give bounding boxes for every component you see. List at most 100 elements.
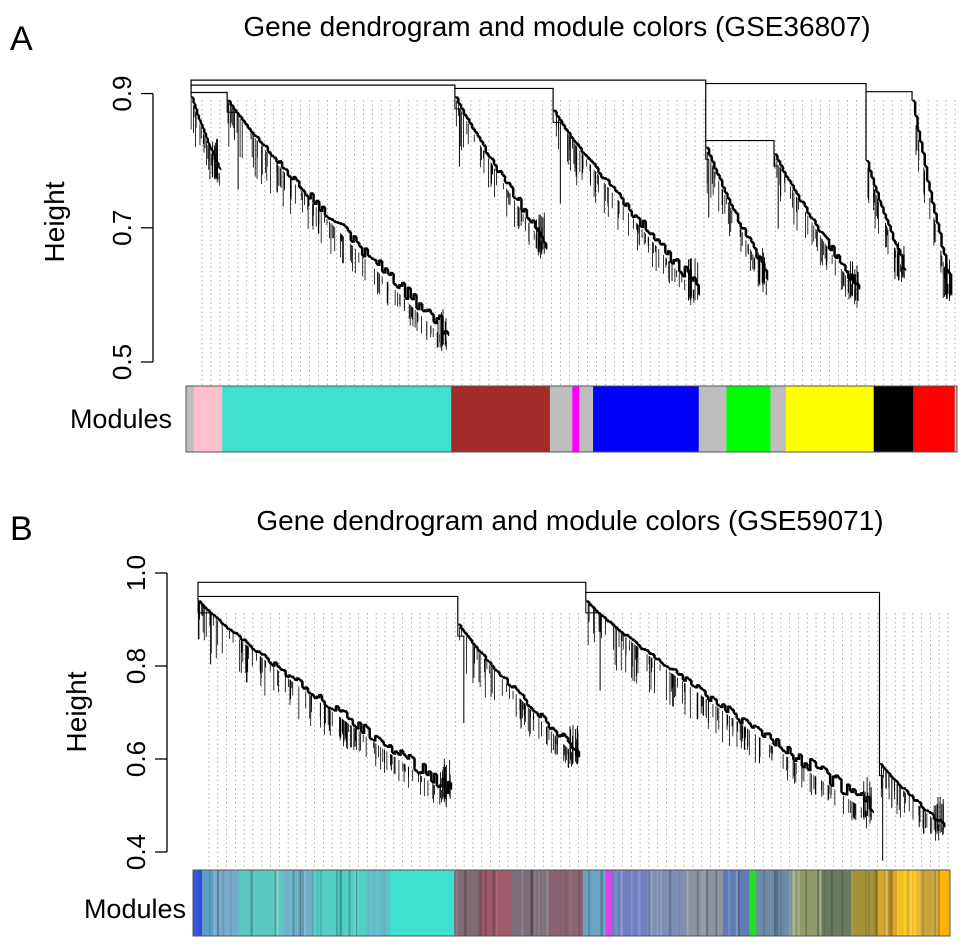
y-tick-label: 0.7 (107, 210, 137, 246)
module-stripe (793, 870, 796, 936)
module-color-segment (821, 870, 852, 936)
module-stripe (306, 870, 308, 936)
module-stripe (587, 870, 591, 936)
module-stripe (776, 870, 779, 936)
dendrogram-merge (705, 139, 775, 154)
module-stripe (583, 870, 585, 936)
module-stripe (303, 870, 306, 936)
module-stripe (885, 870, 888, 936)
module-stripe (289, 870, 291, 936)
module-stripe (885, 870, 888, 936)
module-color-segment (605, 870, 613, 936)
module-stripe (705, 870, 709, 936)
dendrogram-branch (455, 97, 547, 249)
module-stripe (883, 870, 885, 936)
module-color-segment (238, 870, 285, 936)
module-color-segment (193, 870, 203, 936)
module-stripe (301, 870, 303, 936)
dendrogram-branch (553, 109, 699, 294)
dendrogram-merge (454, 87, 554, 111)
module-stripe (805, 870, 808, 936)
module-stripe (533, 870, 536, 936)
module-stripe (787, 870, 790, 936)
module-stripe (922, 870, 924, 936)
module-stripe (514, 870, 516, 936)
dendrogram-branch (706, 147, 768, 280)
module-stripe (530, 870, 533, 936)
module-stripe (873, 870, 875, 936)
module-stripe (217, 870, 219, 936)
module-stripe (468, 870, 469, 936)
panel-a-module-color-bar (185, 385, 958, 453)
module-stripe (696, 870, 699, 936)
dendrogram-branch (912, 100, 952, 295)
module-stripe (887, 870, 889, 936)
module-color-segment (193, 386, 223, 452)
dendrogram-branch (198, 600, 451, 793)
module-stripe (737, 870, 740, 936)
module-stripe (547, 870, 549, 936)
module-stripe (292, 870, 295, 936)
module-stripe (784, 870, 788, 936)
module-stripe (348, 870, 351, 936)
panel-a: A Gene dendrogram and module colors (GSE… (10, 11, 958, 453)
module-color-segment (549, 386, 573, 452)
module-stripe (717, 870, 719, 936)
module-stripe (668, 870, 672, 936)
module-stripe (521, 870, 524, 936)
module-stripe (648, 870, 651, 936)
dendrogram-merge (197, 581, 587, 597)
module-stripe (918, 870, 921, 936)
dendrogram-subcluster (773, 153, 779, 229)
dendrogram-branch (880, 764, 945, 827)
module-color-segment (726, 386, 771, 452)
dendrogram-branch (454, 96, 546, 248)
module-stripe (660, 870, 662, 936)
module-stripe (631, 870, 633, 936)
module-color-segment (722, 870, 750, 936)
dendrogram-subcluster (705, 147, 710, 218)
module-stripe (614, 870, 618, 936)
panel-a-dendrogram (190, 79, 953, 351)
dendrogram-branch (457, 623, 579, 756)
module-stripe (714, 870, 717, 936)
module-stripe (376, 870, 379, 936)
panel-b-ylabel: Height (61, 671, 92, 752)
module-color-segment (582, 870, 606, 936)
dendrogram-merge (705, 82, 867, 141)
module-stripe (938, 870, 940, 936)
dendrogram-branch (586, 601, 874, 813)
module-stripe (300, 870, 302, 936)
module-color-segment (283, 870, 315, 936)
module-stripe (867, 870, 870, 936)
module-color-segment (548, 870, 584, 936)
panel-b-y-axis: 0.40.60.81.0 (121, 555, 168, 870)
module-stripe (910, 870, 912, 936)
module-stripe (252, 870, 255, 936)
dendrogram-merge (585, 591, 881, 764)
module-stripe (816, 870, 820, 936)
panel-b-title: Gene dendrogram and module colors (GSE59… (256, 505, 883, 536)
module-stripe (851, 870, 853, 936)
module-color-segment (215, 870, 239, 936)
module-stripe (251, 870, 254, 936)
module-stripe (537, 870, 540, 936)
module-stripe (931, 870, 934, 936)
module-stripe (696, 870, 700, 936)
module-stripe (865, 870, 867, 936)
module-stripe (250, 870, 252, 936)
module-stripe (353, 870, 356, 936)
module-stripe (302, 870, 304, 936)
dendrogram-subcluster (457, 624, 465, 724)
dendrogram-branch (554, 111, 701, 296)
module-color-segment (314, 870, 368, 936)
module-color-segment (685, 870, 724, 936)
module-stripe (638, 870, 641, 936)
y-tick-label: 0.8 (121, 648, 151, 684)
module-color-segment (367, 870, 391, 936)
module-stripe (914, 870, 916, 936)
module-stripe (316, 870, 319, 936)
module-stripe (532, 870, 534, 936)
dendrogram-branch (228, 101, 450, 336)
